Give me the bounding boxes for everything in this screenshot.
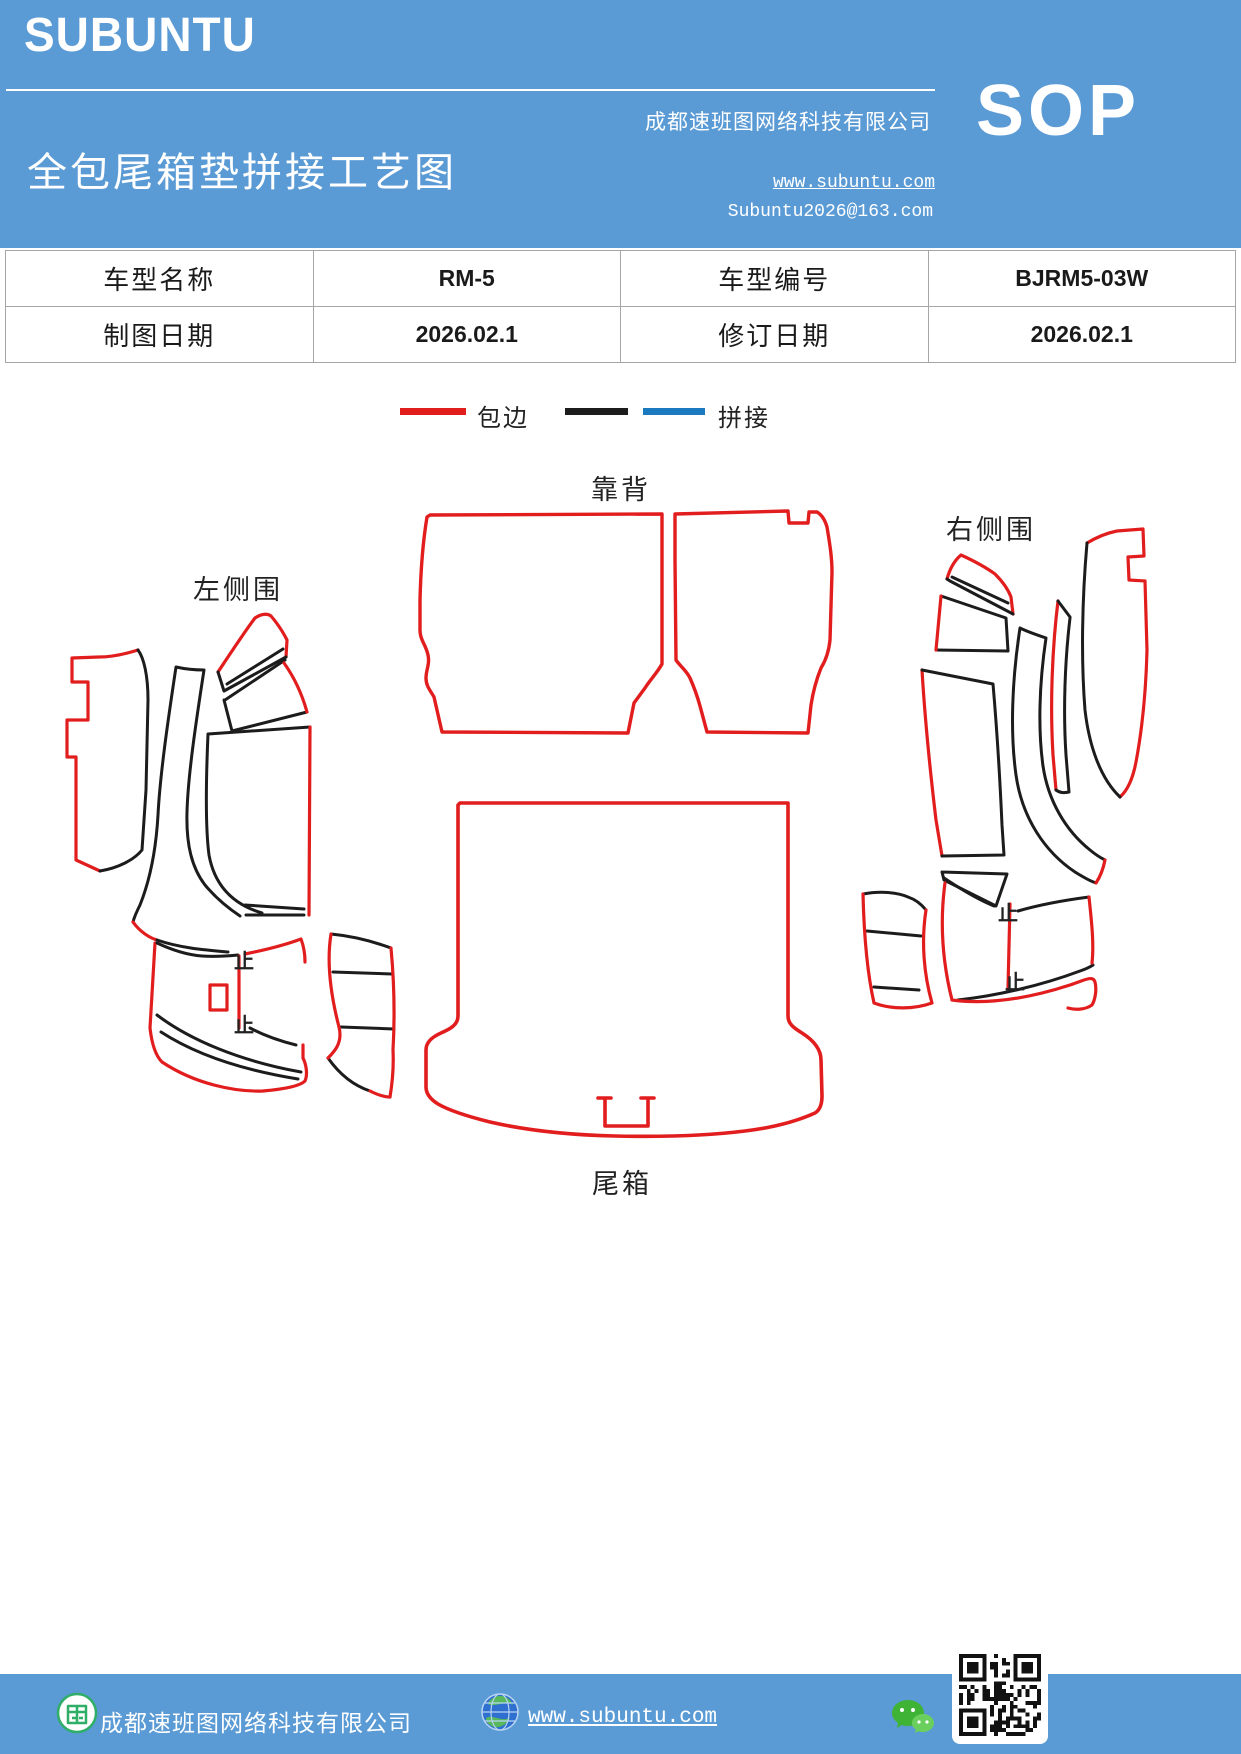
header-divider <box>6 89 935 91</box>
header-company-name: 成都速班图网络科技有限公司 <box>645 110 931 134</box>
brand-logo: SUBUNTU <box>24 7 256 62</box>
cell-revise-date-value: 2026.02.1 <box>927 306 1236 363</box>
label-backrest: 靠背 <box>591 475 651 505</box>
edge-line-swatch <box>400 408 466 415</box>
label-right-side: 右侧围 <box>946 515 1036 545</box>
label-trunk: 尾箱 <box>592 1169 652 1199</box>
page-title: 全包尾箱垫拼接工艺图 <box>27 150 457 195</box>
header-email: Subuntu2026@163.com <box>727 202 933 222</box>
wechat-icon <box>892 1700 934 1733</box>
pattern-diagram: 靠背 左侧围 右侧围 尾箱 止 止 止 止 <box>0 475 1241 1199</box>
cell-model-code-value: BJRM5-03W <box>927 250 1236 307</box>
cell-draw-date-value: 2026.02.1 <box>312 306 621 363</box>
table-row: 制图日期 2026.02.1 修订日期 2026.02.1 <box>5 306 1236 363</box>
building-icon <box>56 1692 98 1734</box>
footer-website-link[interactable]: www.subuntu.com <box>528 1706 718 1729</box>
stop-mark: 止 <box>998 902 1018 925</box>
trunk-piece <box>426 803 822 1136</box>
backrest-left-piece <box>420 514 662 733</box>
cell-model-code-label: 车型编号 <box>620 250 929 307</box>
right-side-cluster <box>863 529 1147 1009</box>
cell-revise-date-label: 修订日期 <box>620 306 929 363</box>
cell-draw-date-label: 制图日期 <box>5 306 314 363</box>
legend-label-edge: 包边 <box>477 406 529 432</box>
stop-mark: 止 <box>234 950 254 973</box>
legend: 包边 拼接 <box>0 398 1241 432</box>
header: SUBUNTU 全包尾箱垫拼接工艺图 成都速班图网络科技有限公司 www.sub… <box>0 0 1241 248</box>
globe-icon <box>481 1693 519 1731</box>
stitch-line-swatch-blue <box>643 408 705 415</box>
legend-label-stitch: 拼接 <box>718 406 770 432</box>
label-left-side: 左侧围 <box>193 575 283 605</box>
cutout-rectangle <box>208 983 229 1012</box>
info-table: 车型名称 RM-5 车型编号 BJRM5-03W 制图日期 2026.02.1 … <box>5 250 1236 363</box>
stop-mark: 止 <box>234 1014 254 1037</box>
header-website-link[interactable]: www.subuntu.com <box>772 173 935 193</box>
cell-model-name-label: 车型名称 <box>5 250 314 307</box>
stitch-line-swatch-black <box>565 408 628 415</box>
stop-mark: 止 <box>1005 971 1025 994</box>
left-side-cluster <box>67 614 394 1097</box>
qr-code <box>952 1646 1048 1744</box>
backrest-right-piece <box>675 511 832 733</box>
footer-company-name: 成都速班图网络科技有限公司 <box>100 1711 412 1736</box>
trunk-notch <box>598 1098 654 1126</box>
table-row: 车型名称 RM-5 车型编号 BJRM5-03W <box>5 250 1236 307</box>
doc-type-label: SOP <box>976 71 1141 151</box>
cell-model-name-value: RM-5 <box>312 250 621 307</box>
